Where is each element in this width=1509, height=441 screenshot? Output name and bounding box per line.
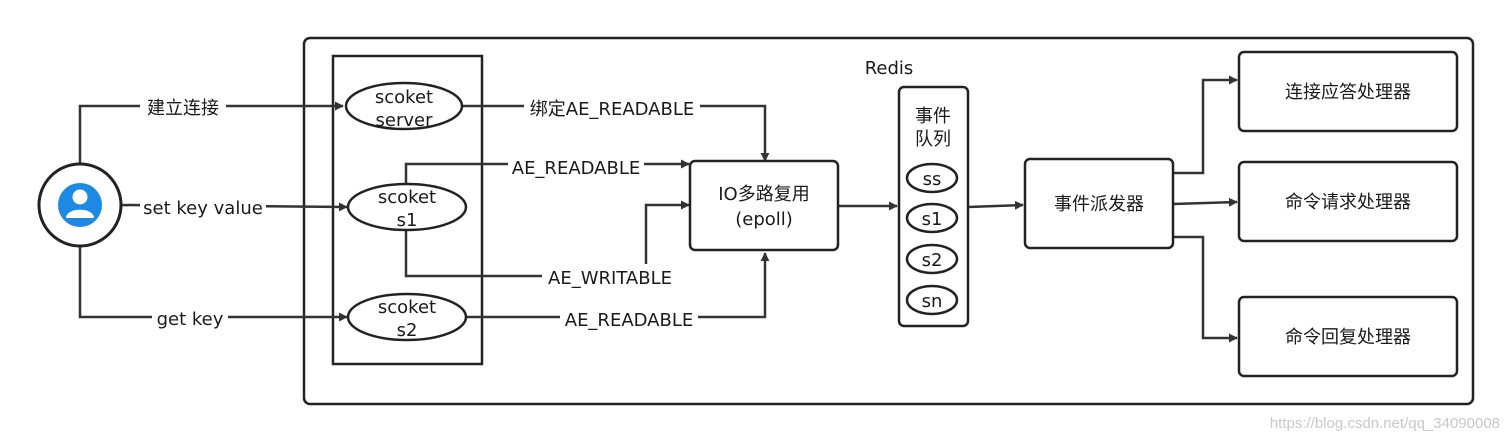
get-label: get key <box>152 305 228 331</box>
handler-command-reply: 命令回复处理器 <box>1237 295 1459 378</box>
svg-text:(epoll): (epoll) <box>735 209 793 230</box>
svg-text:server: server <box>376 110 434 131</box>
connect-label: 建立连接 <box>140 94 226 120</box>
svg-text:事件派发器: 事件派发器 <box>1054 194 1144 215</box>
event-queue: 事件 队列 ss s1 s2 sn <box>897 85 970 328</box>
bind-readable-label: 绑定AE_READABLE <box>524 95 700 121</box>
queue-to-dispatcher-line <box>967 200 1024 210</box>
svg-text:s1: s1 <box>397 210 418 231</box>
svg-text:s2: s2 <box>397 320 418 341</box>
get-line <box>78 245 348 322</box>
s2-readable-label: AE_READABLE <box>560 306 698 332</box>
svg-text:scoket: scoket <box>378 187 436 208</box>
svg-text:AE_WRITABLE: AE_WRITABLE <box>548 268 672 289</box>
user-avatar-icon <box>37 162 123 248</box>
queue-item: s1 <box>905 202 959 234</box>
svg-text:sn: sn <box>922 291 943 312</box>
connect-line <box>78 101 344 165</box>
queue-item: s2 <box>905 243 959 275</box>
dispatch-to-handler3-line <box>1173 235 1238 343</box>
svg-text:事件: 事件 <box>915 106 951 127</box>
queue-item: ss <box>905 162 959 194</box>
s1-readable-label: AE_READABLE <box>508 154 644 180</box>
svg-text:绑定AE_READABLE: 绑定AE_READABLE <box>530 99 695 120</box>
svg-text:建立连接: 建立连接 <box>147 98 219 119</box>
svg-text:s1: s1 <box>922 209 943 230</box>
socket-server: scoket server <box>344 81 464 131</box>
svg-text:scoket: scoket <box>375 87 433 108</box>
socket-s1: scoket s1 <box>346 182 468 232</box>
svg-text:命令请求处理器: 命令请求处理器 <box>1285 192 1411 213</box>
svg-text:s2: s2 <box>922 250 943 271</box>
set-label: set key value <box>140 194 266 220</box>
event-dispatcher: 事件派发器 <box>1023 157 1175 250</box>
io-multiplexer: IO多路复用 (epoll) <box>688 159 840 252</box>
svg-text:连接应答处理器: 连接应答处理器 <box>1285 82 1411 103</box>
svg-text:get key: get key <box>157 309 224 330</box>
socket-s2: scoket s2 <box>346 292 468 342</box>
dispatch-to-handler2-line <box>1172 197 1238 207</box>
svg-text:IO多路复用: IO多路复用 <box>718 184 809 205</box>
queue-item: sn <box>905 284 959 316</box>
dispatch-to-handler1-line <box>1173 75 1238 175</box>
svg-text:AE_READABLE: AE_READABLE <box>512 158 641 179</box>
svg-text:队列: 队列 <box>915 129 951 150</box>
svg-text:scoket: scoket <box>378 297 436 318</box>
watermark: https://blog.csdn.net/qq_34090008 <box>1270 415 1500 432</box>
s1-writable-label: AE_WRITABLE <box>542 264 678 290</box>
handler-command-request: 命令请求处理器 <box>1237 160 1459 243</box>
handler-connection-accept: 连接应答处理器 <box>1237 50 1459 133</box>
svg-text:命令回复处理器: 命令回复处理器 <box>1285 327 1411 348</box>
svg-text:ss: ss <box>923 169 942 190</box>
svg-text:set key value: set key value <box>143 198 263 219</box>
redis-title: Redis <box>865 58 914 79</box>
svg-text:AE_READABLE: AE_READABLE <box>565 310 694 331</box>
